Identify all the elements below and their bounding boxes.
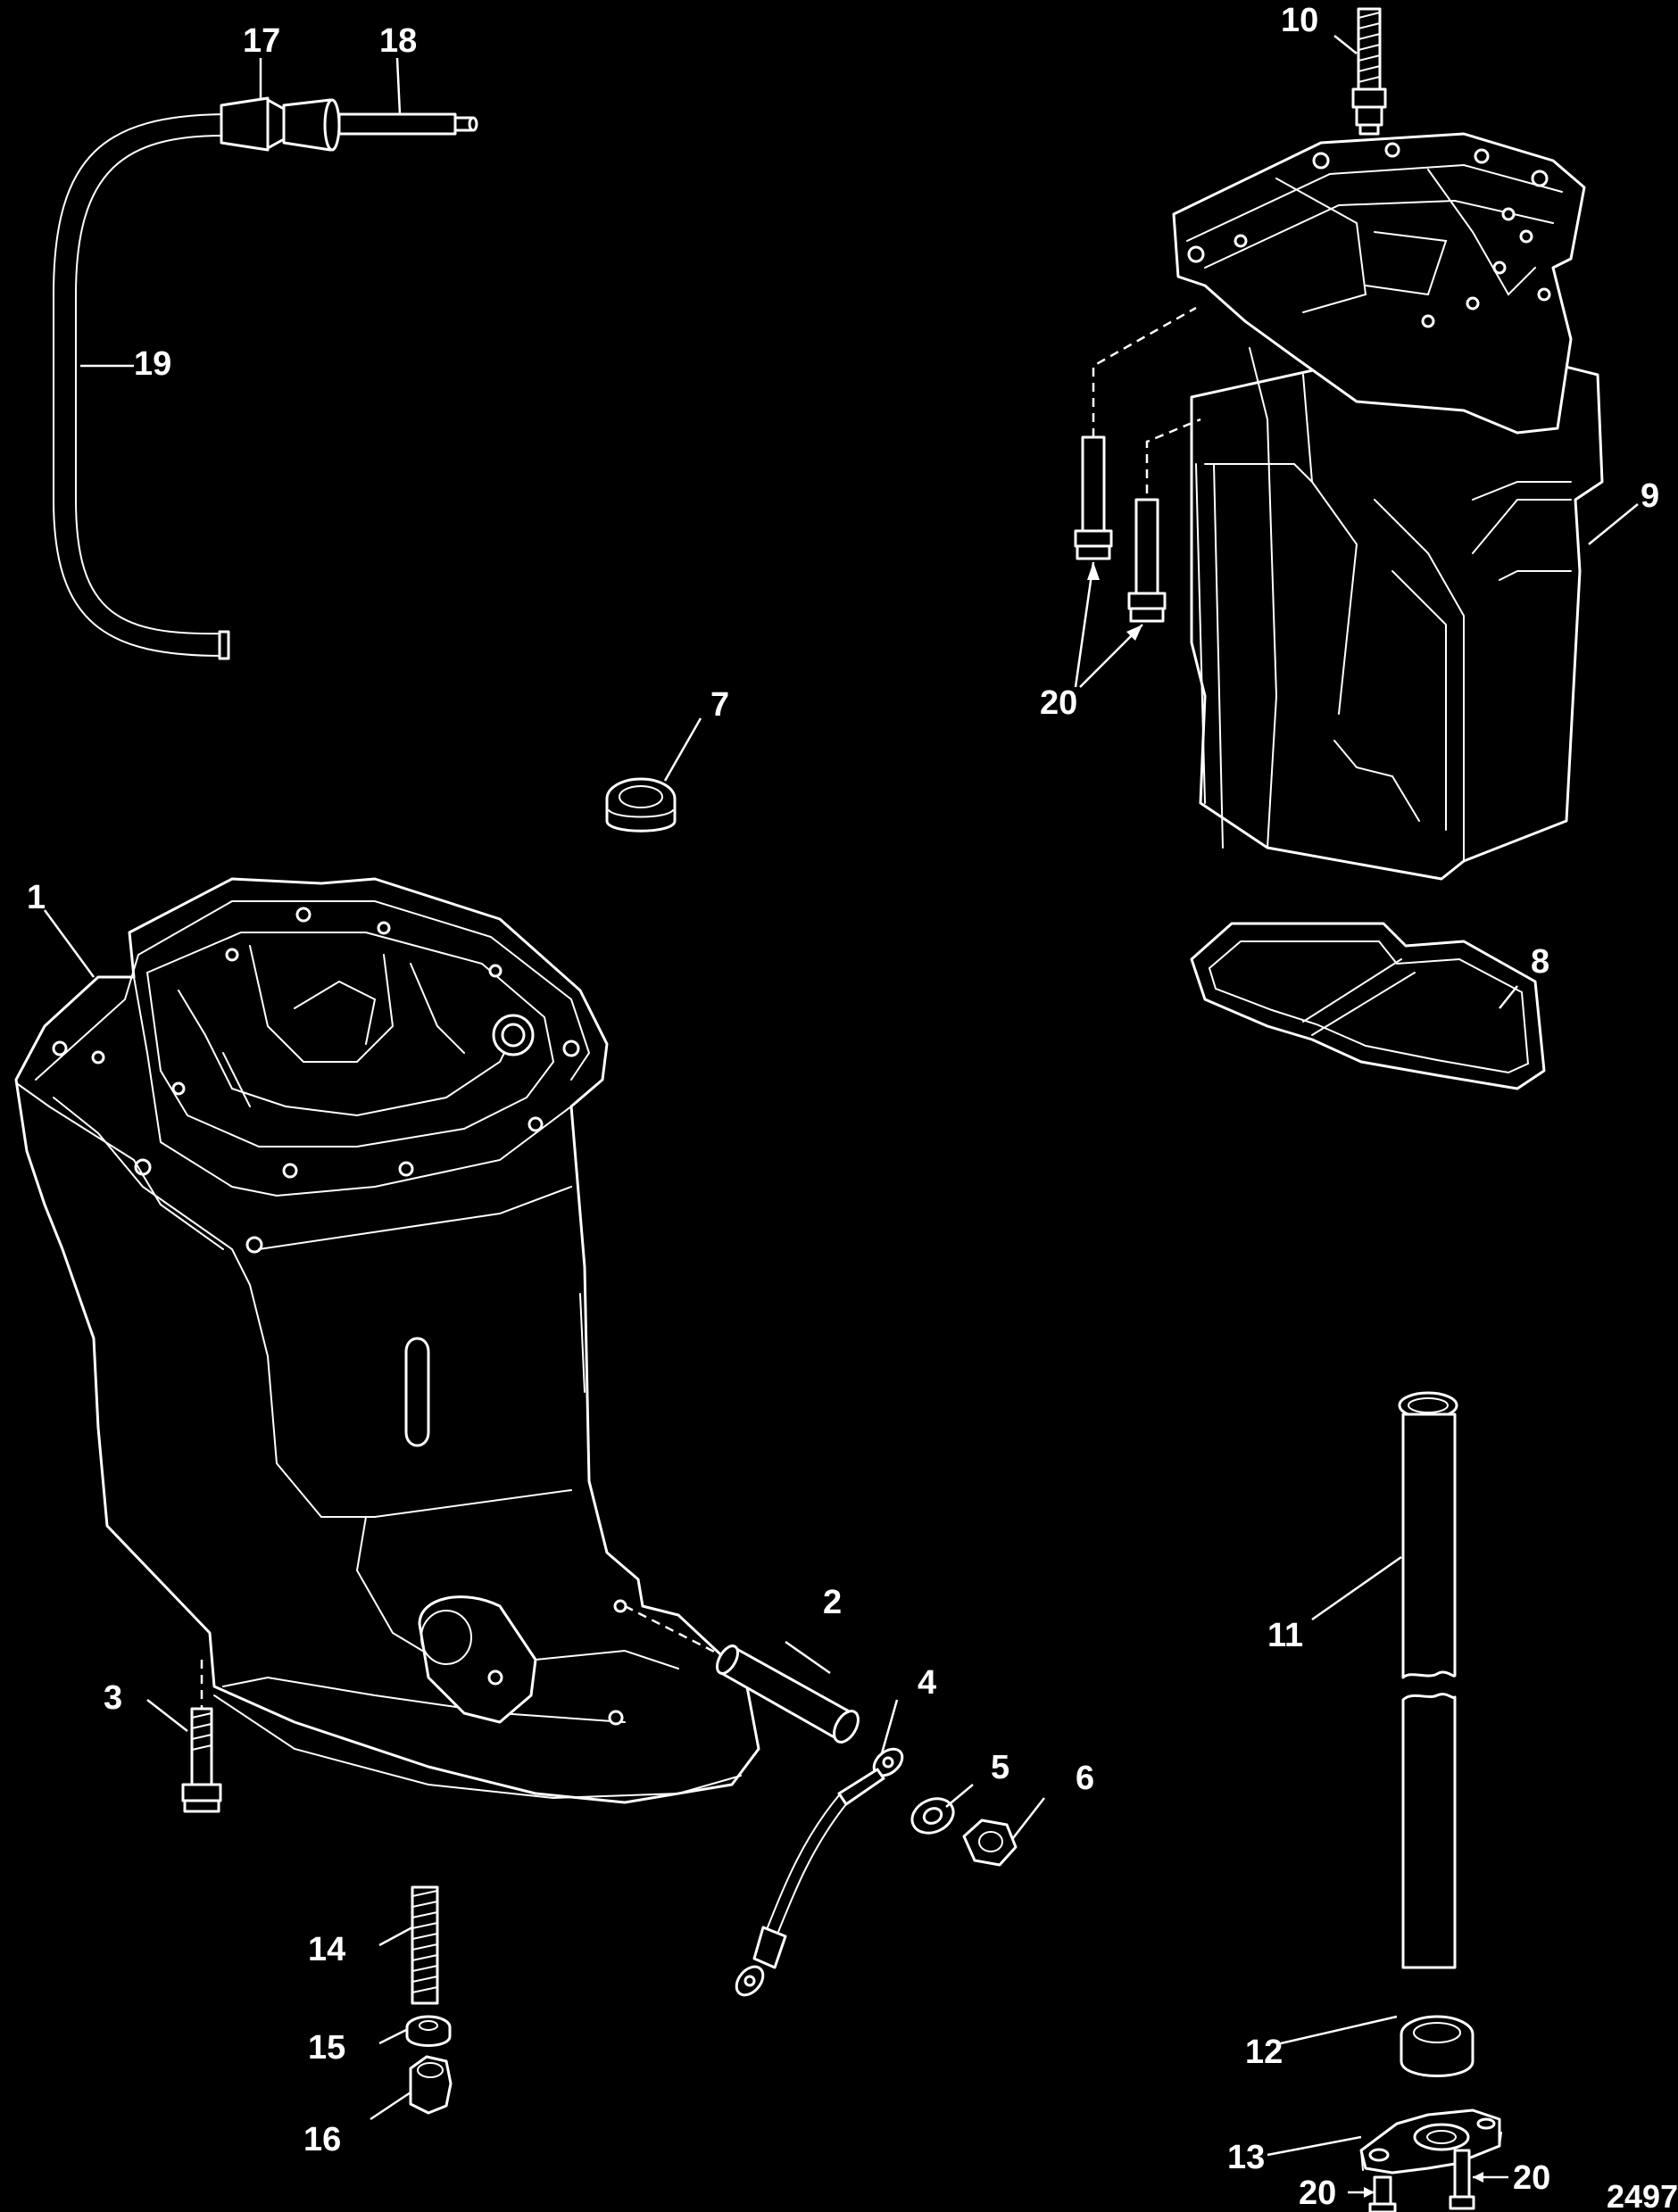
callout-20-lower-left: 20 xyxy=(1299,2175,1336,2212)
callout-19: 19 xyxy=(134,345,171,383)
callout-20-lower-right: 20 xyxy=(1513,2159,1550,2197)
callout-13: 13 xyxy=(1227,2139,1265,2176)
part-5-washer xyxy=(910,1797,955,1835)
callout-2: 2 xyxy=(823,1584,842,1621)
diagram-reference-number: 2497 xyxy=(1607,2178,1678,2212)
alignment-line-pin xyxy=(624,1604,722,1657)
callout-3: 3 xyxy=(104,1679,122,1717)
callout-12: 12 xyxy=(1245,2034,1283,2071)
part-20-bolt-lower-left xyxy=(1368,2175,1397,2212)
callout-15: 15 xyxy=(308,2029,345,2067)
alignment-line-bolt-a xyxy=(1092,306,1197,437)
callout-18: 18 xyxy=(379,22,417,60)
part-16-nut xyxy=(409,2055,453,2115)
part-1-driveshaft-housing xyxy=(14,877,760,1804)
part-9-adapter-plate xyxy=(1172,132,1604,881)
part-20-bolt-lower-right xyxy=(1449,2149,1475,2210)
part-10-stud xyxy=(1351,7,1387,136)
part-20-bolt-upper-left xyxy=(1074,435,1113,560)
part-6-nut xyxy=(962,1818,1018,1867)
part-19-hose xyxy=(53,113,230,660)
part-4-ground-strap xyxy=(735,1747,904,1997)
callout-11: 11 xyxy=(1267,1617,1303,1654)
leader-lines xyxy=(43,35,1639,2198)
part-15-washer xyxy=(405,2015,452,2047)
callout-1: 1 xyxy=(27,879,46,916)
part-2-pin xyxy=(715,1645,860,1744)
callout-9: 9 xyxy=(1641,477,1659,515)
callout-4: 4 xyxy=(918,1664,936,1702)
part-11-tube xyxy=(1398,1391,1458,1969)
part-20-bolt-upper-right xyxy=(1127,498,1167,623)
part-14-stud xyxy=(411,1885,439,2005)
part-3-bolt xyxy=(181,1707,222,1813)
part-17-coupling xyxy=(220,96,341,152)
callout-17: 17 xyxy=(243,22,280,60)
callout-5: 5 xyxy=(991,1749,1009,1786)
callout-8: 8 xyxy=(1531,943,1549,981)
alignment-line-bolt-b xyxy=(1145,418,1201,509)
part-8-gasket xyxy=(1190,922,1546,1090)
callout-14: 14 xyxy=(308,1931,345,1968)
part-18-pin xyxy=(337,112,478,136)
callout-6: 6 xyxy=(1076,1760,1094,1797)
callout-7: 7 xyxy=(710,686,729,724)
callout-20-upper: 20 xyxy=(1040,684,1077,722)
part-13-retainer xyxy=(1359,2108,1502,2175)
callout-16: 16 xyxy=(303,2121,341,2158)
part-7-grommet xyxy=(605,777,677,833)
part-12-seal xyxy=(1400,2015,1474,2077)
callout-10: 10 xyxy=(1281,2,1318,39)
